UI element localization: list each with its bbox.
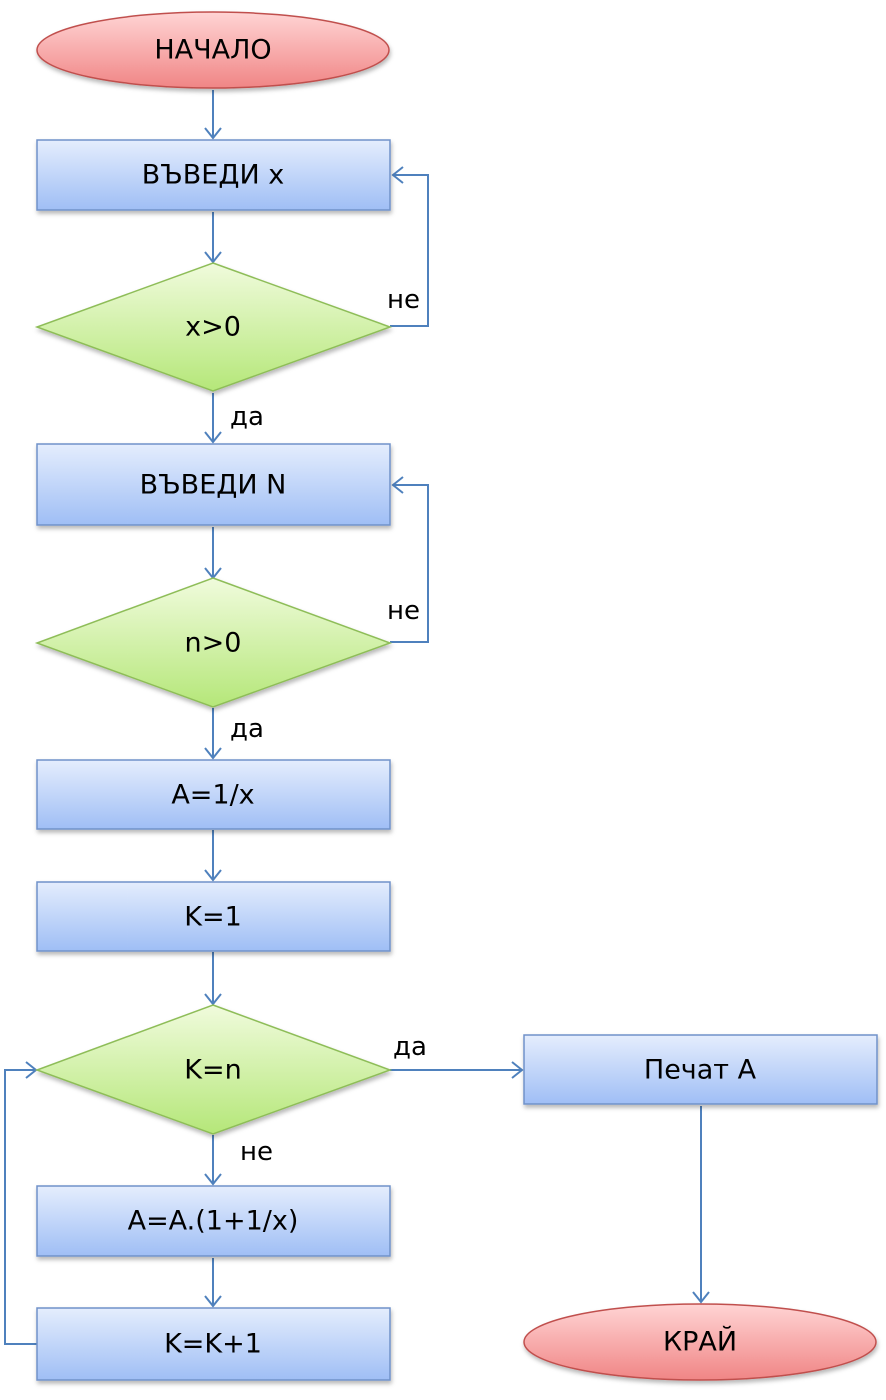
- connector-increment-k-loop-back: [4, 1069, 38, 1345]
- arrowhead-increment-k: [204, 1295, 222, 1308]
- start-label: НАЧАЛО: [154, 35, 271, 66]
- cond-k-decision: K=n: [34, 1004, 393, 1135]
- connectors: [4, 90, 710, 1345]
- start-terminal: НАЧАЛО: [36, 11, 390, 89]
- arrowhead-assign-k: [204, 869, 222, 882]
- edge-label-n-yes: да: [230, 714, 264, 744]
- end-terminal: КРАЙ: [523, 1303, 877, 1381]
- arrowhead-input-x: [204, 127, 222, 140]
- input-x-label: ВЪВЕДИ x: [142, 160, 284, 191]
- increment-k-process: K=K+1: [36, 1307, 391, 1381]
- update-a-process: A=A.(1+1/x): [36, 1185, 391, 1257]
- arrowhead-cond-k: [204, 993, 222, 1006]
- arrowhead-print-a: [511, 1061, 524, 1079]
- edge-label-x-yes: да: [230, 402, 264, 432]
- arrowhead-assign-a: [204, 747, 222, 760]
- input-n-label: ВЪВЕДИ N: [140, 470, 287, 501]
- assign-k-label: K=1: [184, 902, 242, 933]
- edge-label-k-no: не: [240, 1137, 273, 1167]
- edge-label-k-yes: да: [393, 1032, 427, 1062]
- arrowhead-loop-input-n: [391, 476, 404, 494]
- update-a-label: A=A.(1+1/x): [128, 1206, 299, 1237]
- increment-k-label: K=K+1: [164, 1329, 262, 1360]
- arrowhead-update-a: [204, 1173, 222, 1186]
- cond-x-label: x>0: [185, 312, 241, 343]
- input-x-process: ВЪВЕДИ x: [36, 139, 391, 211]
- arrowhead-end: [692, 1291, 710, 1304]
- assign-a-process: A=1/x: [36, 759, 391, 830]
- input-n-process: ВЪВЕДИ N: [36, 443, 391, 526]
- cond-x-decision: x>0: [34, 262, 393, 392]
- arrowhead-cond-x: [204, 251, 222, 264]
- assign-a-label: A=1/x: [171, 780, 254, 811]
- arrowhead-input-n: [204, 431, 222, 444]
- connector-cond-x-no-loop: [390, 174, 429, 327]
- connector-cond-n-no-loop: [390, 484, 429, 643]
- print-a-label: Печат A: [644, 1055, 757, 1086]
- edge-label-n-no: не: [387, 596, 420, 626]
- edge-label-x-no: не: [387, 285, 420, 315]
- assign-k-process: K=1: [36, 881, 391, 952]
- cond-k-label: K=n: [184, 1055, 241, 1086]
- print-a-process: Печат A: [523, 1034, 878, 1105]
- end-label: КРАЙ: [663, 1326, 737, 1358]
- cond-n-decision: n>0: [34, 577, 393, 708]
- cond-n-label: n>0: [185, 628, 242, 659]
- arrowhead-loop-input-x: [391, 166, 404, 184]
